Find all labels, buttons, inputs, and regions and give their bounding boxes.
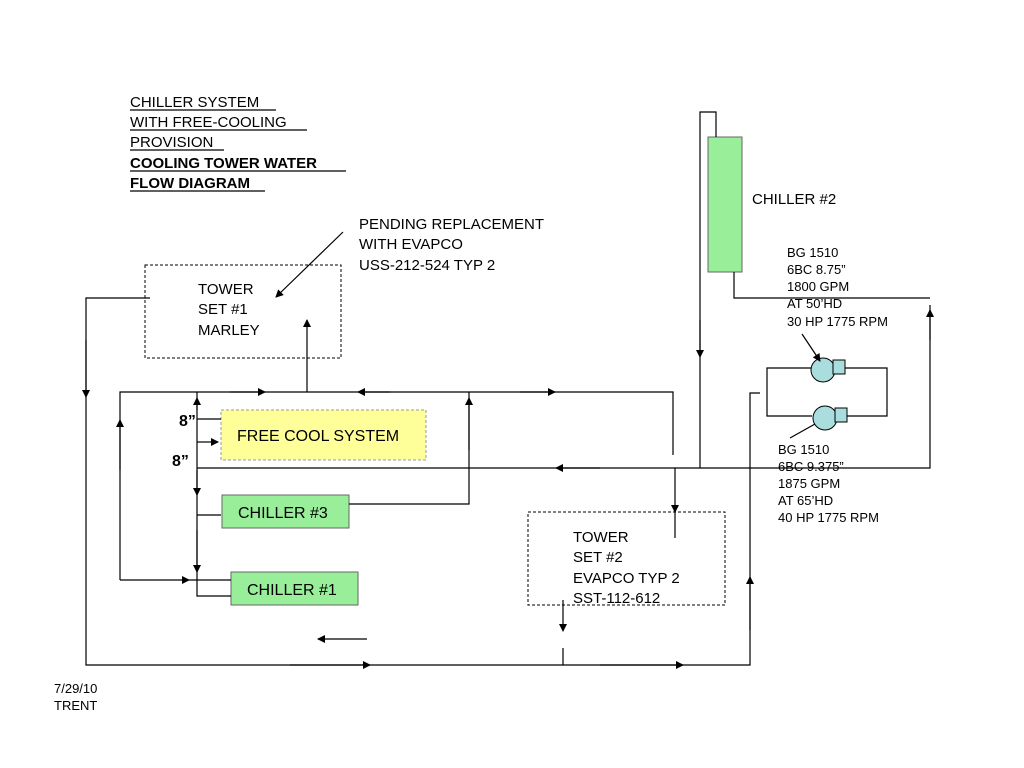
pump-1-spec-impeller: 6BC 8.75” <box>787 262 846 277</box>
tower-set-1-box <box>144 264 342 359</box>
pump-1-spec-power: 30 HP 1775 RPM <box>787 314 888 329</box>
pending-note-line-2: WITH EVAPCO <box>359 236 463 253</box>
free-cool-system-box <box>220 409 427 461</box>
pump-2-spec-impeller: 6BC 9.375” <box>778 459 844 474</box>
chiller-1: CHILLER #1 <box>230 571 359 606</box>
footer-date: 7/29/10 <box>54 681 97 696</box>
pump-1-specs: BG 1510 6BC 8.75” 1800 GPM AT 50’HD 30 H… <box>787 245 888 329</box>
tower-set-1-label: TOWER <box>198 281 254 298</box>
pump-2-specs: BG 1510 6BC 9.375” 1875 GPM AT 65’HD 40 … <box>778 442 879 525</box>
pending-note-line-1: PENDING REPLACEMENT <box>359 216 544 233</box>
chiller-2-label: CHILLER #2 <box>752 191 836 208</box>
tower-set-2-model: SST-112-612 <box>573 590 660 607</box>
tower-set-1-set: SET #1 <box>198 301 248 318</box>
pump-2-motor <box>834 407 848 423</box>
pipe-top-header <box>119 391 674 580</box>
pipe-pump1-suction <box>766 367 812 393</box>
pipe-main-return <box>197 305 931 469</box>
tower-set-2-label: TOWER <box>573 529 629 546</box>
title-line-3: PROVISION <box>130 134 213 151</box>
pump-2-spec-power: 40 HP 1775 RPM <box>778 510 879 525</box>
title-line-1: CHILLER SYSTEM <box>130 94 259 111</box>
pump-1-callout <box>801 333 821 362</box>
pump-2-spec-head: AT 65’HD <box>778 493 833 508</box>
title-line-5: FLOW DIAGRAM <box>130 175 250 192</box>
chiller-1-box <box>230 571 359 606</box>
pipe-size-label-lower: 8” <box>172 453 189 470</box>
chiller-3: CHILLER #3 <box>221 494 350 529</box>
chiller-3-box <box>221 494 350 529</box>
chiller-3-label: CHILLER #3 <box>238 505 328 522</box>
pipe-pump-discharge <box>845 367 888 417</box>
pump-2-icon <box>812 405 838 431</box>
pump-1-spec-head: AT 50’HD <box>787 296 842 311</box>
footer-author: TRENT <box>54 698 97 713</box>
free-cool-system-label: FREE COOL SYSTEM <box>237 428 399 445</box>
pump-1 <box>801 333 846 383</box>
pump-1-motor <box>832 359 846 375</box>
pipe-pump2-suction <box>766 393 812 417</box>
pump-2-callout <box>789 423 816 439</box>
tower-set-1-make: MARLEY <box>198 322 260 339</box>
title-line-4: COOLING TOWER WATER <box>130 155 317 172</box>
chiller-2: CHILLER #2 <box>707 136 836 273</box>
pump-2-spec-model: BG 1510 <box>778 442 829 457</box>
pipe-chiller2-riser <box>699 111 717 468</box>
diagram-title: CHILLER SYSTEM WITH FREE-COOLING PROVISI… <box>130 94 346 192</box>
title-line-2: WITH FREE-COOLING <box>130 114 287 131</box>
pipe-chiller2-outlet <box>733 272 930 299</box>
chiller-1-label: CHILLER #1 <box>247 582 337 599</box>
tower-set-2: TOWER SET #2 EVAPCO TYP 2 SST-112-612 <box>527 511 726 607</box>
pipe-chiller-manifold <box>196 392 231 597</box>
pump-1-spec-model: BG 1510 <box>787 245 838 260</box>
pipe-tower1-supply <box>85 297 563 666</box>
tower-set-2-set: SET #2 <box>573 549 623 566</box>
chiller-2-box <box>707 136 743 273</box>
pump-2 <box>789 405 848 439</box>
free-cool-system: FREE COOL SYSTEM <box>220 409 427 461</box>
pump-1-spec-flow: 1800 GPM <box>787 279 849 294</box>
pump-2-spec-flow: 1875 GPM <box>778 476 840 491</box>
piping <box>82 111 934 669</box>
pending-replacement-note: PENDING REPLACEMENT WITH EVAPCO USS-212-… <box>275 216 544 298</box>
tower-set-1: TOWER SET #1 MARLEY <box>144 264 342 359</box>
tower-set-2-make: EVAPCO TYP 2 <box>573 570 680 587</box>
pump-1-icon <box>810 357 836 383</box>
pending-note-arrow <box>275 231 344 298</box>
pipe-size-label-upper: 8” <box>179 413 196 430</box>
pending-note-line-3: USS-212-524 TYP 2 <box>359 257 495 274</box>
